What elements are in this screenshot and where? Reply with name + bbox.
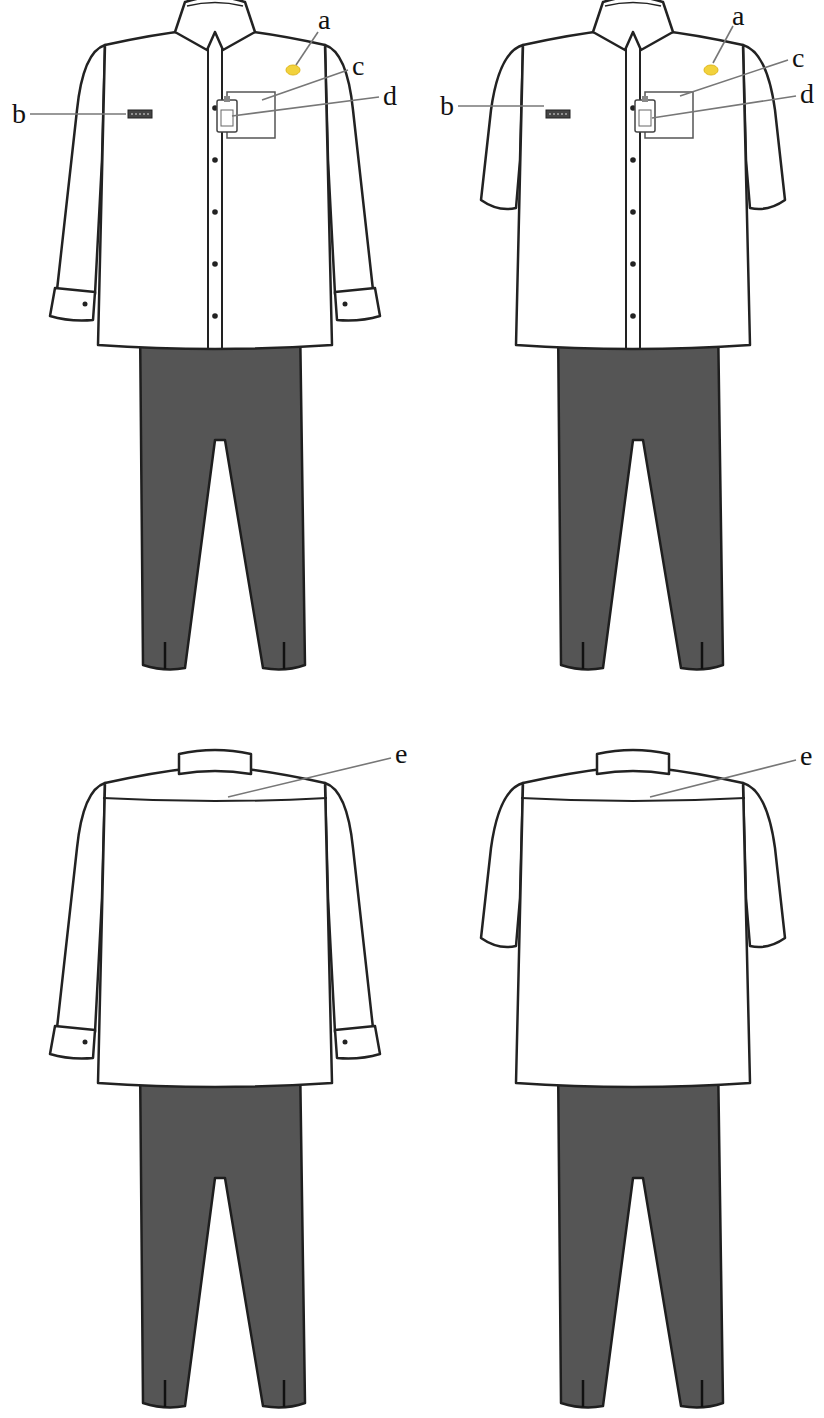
callout-letter: e [800, 742, 812, 770]
callout-letter: c [792, 44, 804, 72]
callout-letter: a [318, 6, 330, 34]
callout-letter: b [12, 100, 26, 128]
short-sleeve-front [481, 0, 785, 669]
short-sleeve-back [481, 750, 785, 1407]
callout-letter: b [440, 92, 454, 120]
callout-letter: d [383, 82, 397, 110]
callout-letter: c [352, 52, 364, 80]
long-sleeve-back [50, 750, 380, 1407]
leader-lines [30, 26, 796, 797]
callout-letter: d [800, 80, 814, 108]
callout-letter: a [732, 2, 744, 30]
long-sleeve-front [50, 0, 380, 669]
callout-letter: e [395, 740, 407, 768]
